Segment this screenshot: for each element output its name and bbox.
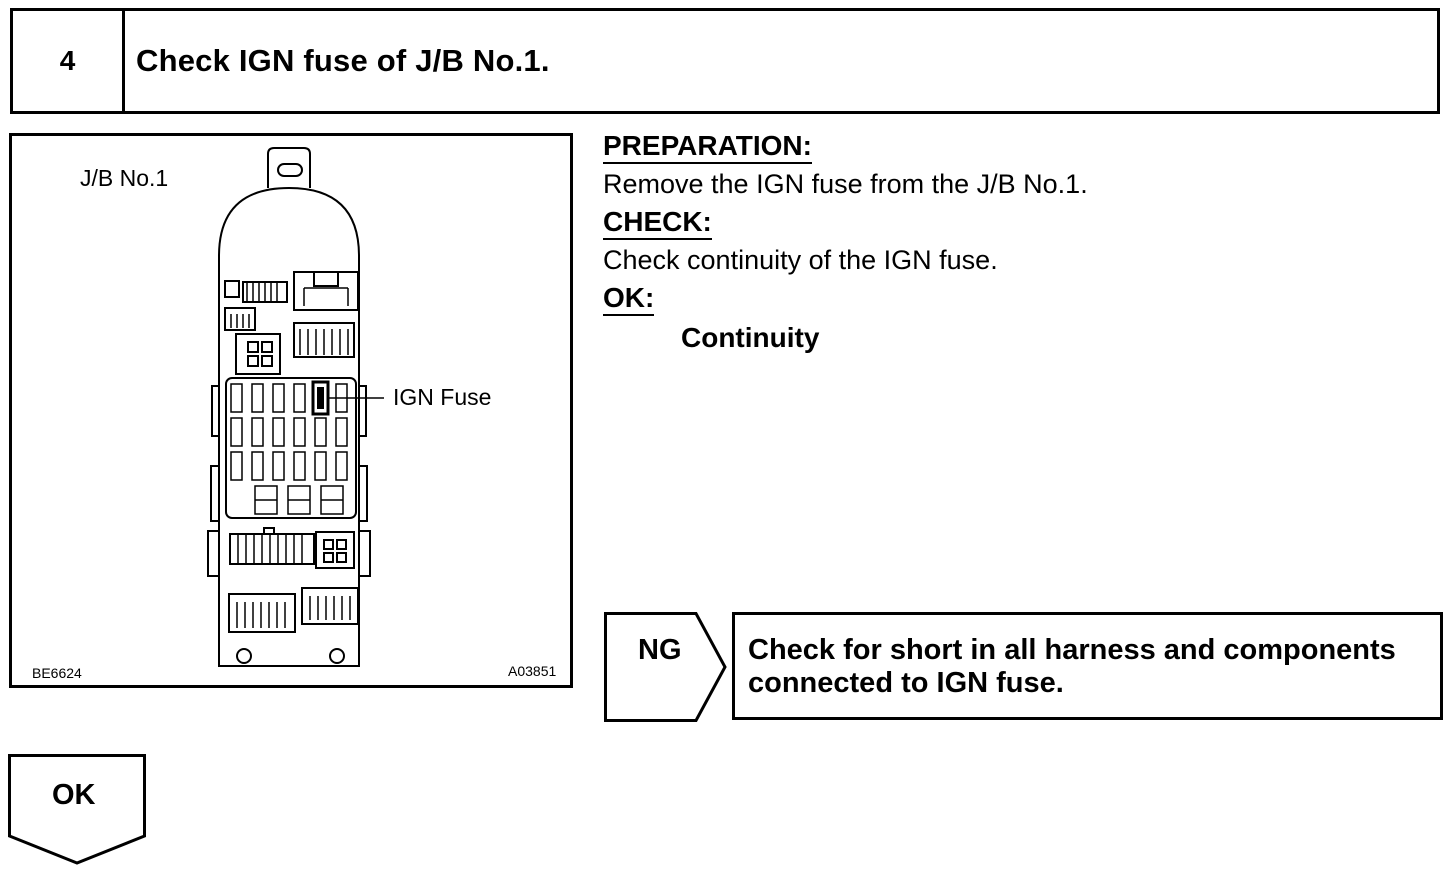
ok-heading: OK: — [603, 282, 655, 316]
preparation-text: Remove the IGN fuse from the J/B No.1. — [603, 169, 1088, 199]
ng-action-box: Check for short in all harness and compo… — [732, 612, 1443, 720]
figure-code-right: A03851 — [508, 663, 557, 679]
ign-fuse-label: IGN Fuse — [393, 384, 492, 410]
instructions: PREPARATION: Remove the IGN fuse from th… — [603, 128, 1423, 354]
preparation-heading: PREPARATION: — [603, 130, 812, 164]
check-text: Check continuity of the IGN fuse. — [603, 245, 998, 275]
ng-arrow-shape — [604, 612, 727, 722]
step-header: 4 Check IGN fuse of J/B No.1. — [10, 8, 1440, 114]
ok-arrow-shape — [8, 754, 146, 865]
step-title: Check IGN fuse of J/B No.1. — [136, 43, 550, 78]
step-number: 4 — [13, 11, 125, 111]
junction-block-figure: J/B No.1 IGN Fuse BE6624 A03851 — [9, 133, 573, 688]
figure-title: J/B No.1 — [80, 165, 169, 191]
ng-action-line1: Check for short in all harness and compo… — [748, 634, 1396, 666]
ng-label: NG — [638, 634, 682, 666]
ok-label: OK — [52, 779, 96, 811]
ok-value: Continuity — [681, 322, 820, 353]
junction-block-diagram — [207, 147, 384, 667]
check-heading: CHECK: — [603, 206, 712, 240]
figure-code-left: BE6624 — [32, 665, 82, 681]
ng-action-line2: connected to IGN fuse. — [748, 667, 1064, 699]
